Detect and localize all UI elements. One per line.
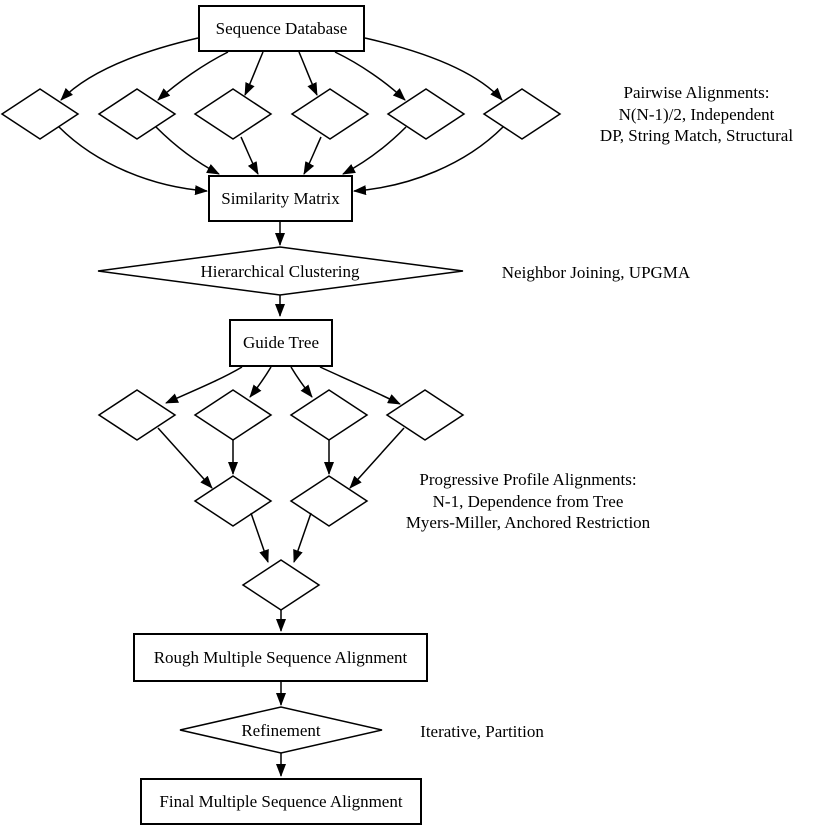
refinement-diamond [179,706,383,754]
hierarchical-clustering-label: Hierarchical Clustering [200,262,360,281]
root-merge-diamond [241,559,321,611]
pairwise-diamond-1 [0,88,80,140]
pairwise-diamond-5 [386,88,466,140]
merge-diamond-1 [193,475,273,527]
similarity-matrix-label: Similarity Matrix [221,188,340,208]
pairwise-annotation-line-2: N(N-1)/2, Independent [618,104,775,124]
rough-msa-label: Rough Multiple Sequence Alignment [153,647,408,667]
refinement-annotation-line-1: Iterative, Partition [420,722,544,741]
progressive-annotation-line-1: Progressive Profile Alignments: [419,470,637,489]
rough-msa-node: Rough Multiple Sequence Alignment [133,633,428,682]
merge-diamond-2 [289,475,369,527]
edge-guidetree-to-progressive-4 [319,366,401,405]
final-msa-node: Final Multiple Sequence Alignment [140,778,422,825]
pairwise-annotation-line-3: DP, String Match, Structural [599,126,794,145]
progressive-diamond-4 [385,389,465,441]
edge-merge-1-to-root [250,512,269,563]
guide-tree-label: Guide Tree [242,333,320,352]
similarity-matrix-node: Similarity Matrix [208,175,353,222]
refinement-annotation: Iterative, Partition [402,721,562,743]
edge-progressive-4-to-merge-2 [349,427,405,489]
edge-pairwise-4-to-simmatrix [303,136,322,175]
edge-guidetree-to-progressive-1 [165,366,243,404]
edge-pairwise-1-to-simmatrix [58,126,208,196]
edge-guidetree-to-progressive-3 [290,366,313,398]
edge-pairwise-2-to-simmatrix [155,126,220,175]
final-msa-label: Final Multiple Sequence Alignment [159,791,403,811]
progressive-annotation-line-3: Myers-Miller, Anchored Restriction [405,513,651,532]
sequence-database-node: Sequence Database [198,5,365,52]
edge-seqdb-to-pairwise-4 [298,51,318,96]
clustering-annotation: Neighbor Joining, UPGMA [486,262,706,284]
pairwise-diamond-2 [97,88,177,140]
edge-guidetree-to-progressive-2 [249,366,272,398]
progressive-annotation-line-2: N-1, Dependence from Tree [432,491,624,511]
edge-pairwise-6-to-simmatrix [353,126,504,196]
edge-seqdb-to-pairwise-5 [334,51,406,101]
progressive-diamond-2 [193,389,273,441]
pairwise-diamond-3 [193,88,273,140]
pairwise-annotation-line-1: Pairwise Alignments: [623,83,770,102]
progressive-diamond-3 [289,389,369,441]
pairwise-diamond-6 [482,88,562,140]
progressive-diamond-1 [97,389,177,441]
pairwise-annotation: Pairwise Alignments: N(N-1)/2, Independe… [574,82,819,147]
edge-pairwise-3-to-simmatrix [240,136,259,175]
edge-pairwise-5-to-simmatrix [342,126,407,175]
sequence-database-label: Sequence Database [215,18,348,38]
pairwise-diamond-4 [290,88,370,140]
edge-seqdb-to-pairwise-6 [364,37,503,101]
edge-merge-2-to-root [293,512,312,563]
edge-seqdb-to-pairwise-3 [244,51,264,96]
edge-progressive-1-to-merge-1 [157,427,213,489]
edge-seqdb-to-pairwise-1 [60,37,199,101]
refinement-label: Refinement [241,721,321,740]
progressive-annotation: Progressive Profile Alignments: N-1, Dep… [383,469,673,534]
clustering-annotation-line-1: Neighbor Joining, UPGMA [501,263,691,282]
clustering-diamond [97,246,464,296]
guide-tree-node: Guide Tree [229,319,333,367]
edge-seqdb-to-pairwise-2 [157,51,229,101]
